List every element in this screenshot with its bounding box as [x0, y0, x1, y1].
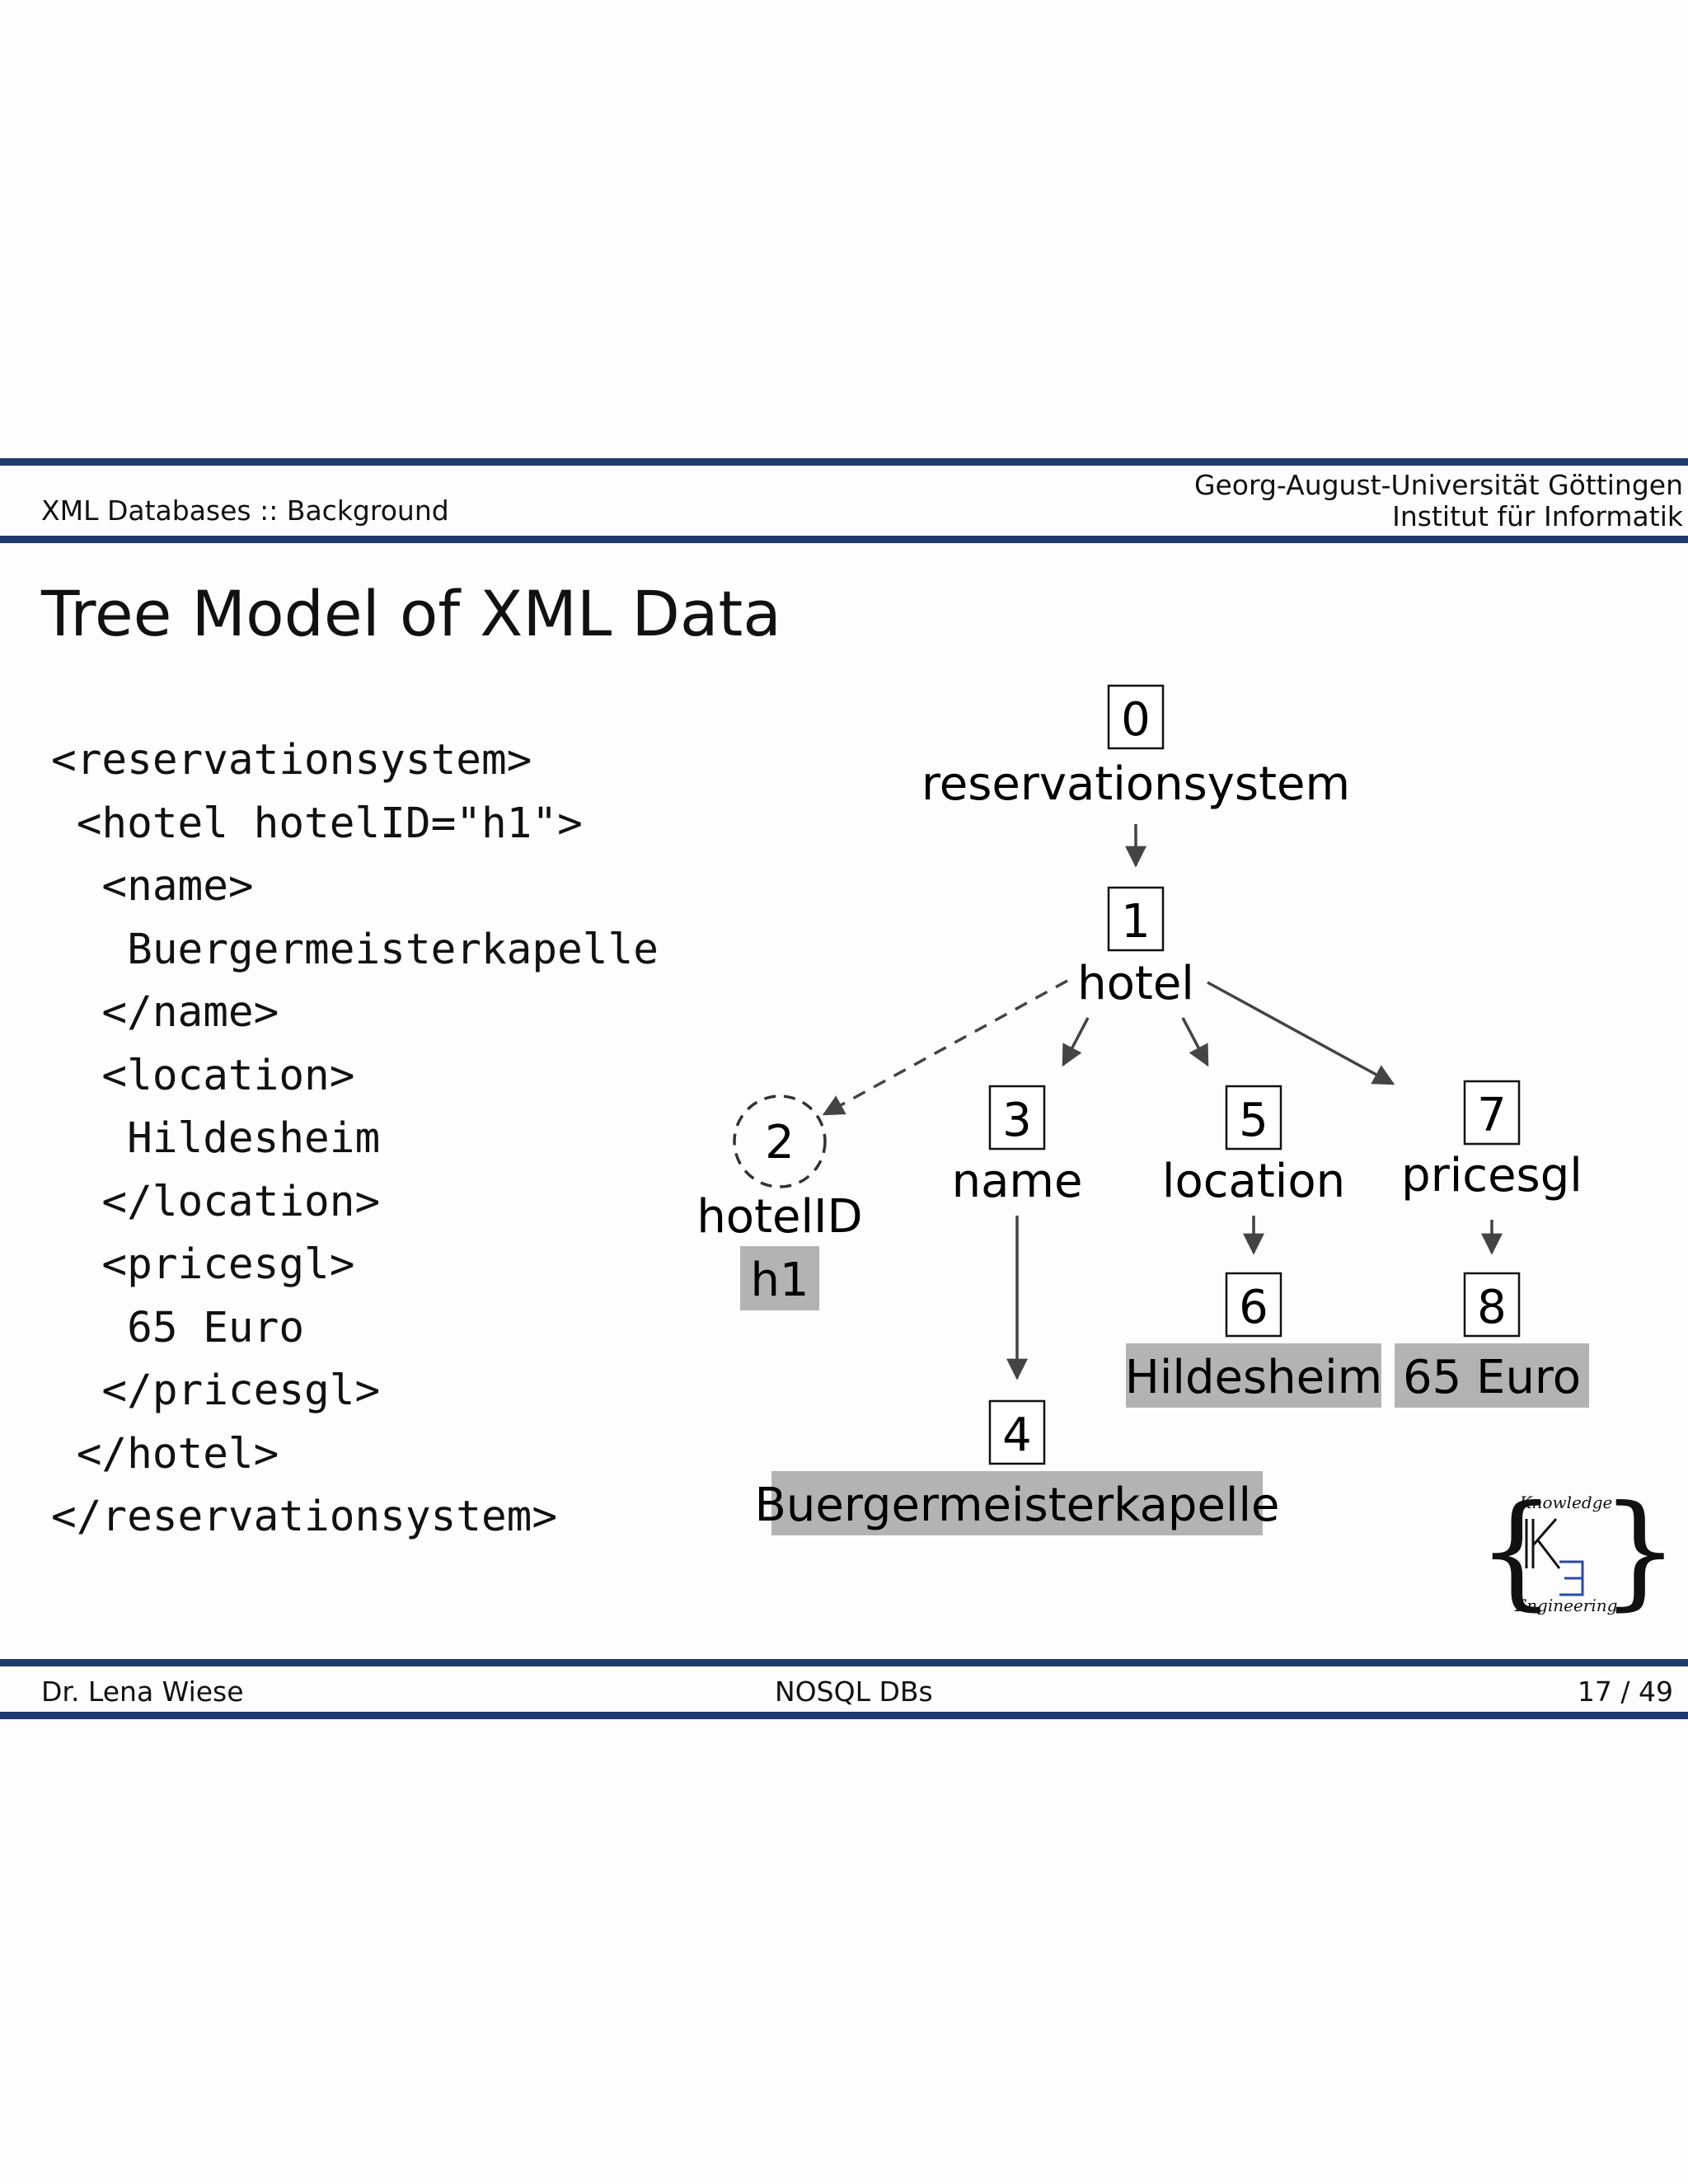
node-id: 1 — [1121, 895, 1151, 949]
footer-author: Dr. Lena Wiese — [41, 1675, 244, 1708]
xml-code-line: 65 Euro — [51, 1303, 305, 1352]
logo-e-mark — [1559, 1560, 1584, 1596]
node-id-box — [988, 1399, 1046, 1465]
tree-node-5: 5 location — [1162, 1085, 1345, 1208]
node-id-box — [1107, 886, 1165, 952]
tree-edge-1-5 — [1181, 1017, 1209, 1067]
node-id-box — [1107, 684, 1165, 750]
node-value: Hildesheim — [1125, 1351, 1382, 1404]
footer-page: 17 / 49 — [1577, 1675, 1673, 1708]
node-id: 4 — [1002, 1408, 1032, 1462]
node-value: h1 — [750, 1254, 809, 1307]
node-id: 0 — [1121, 693, 1151, 747]
node-label: pricesgl — [1401, 1149, 1582, 1202]
tree-node-0: 0 reservationsystem — [921, 684, 1350, 811]
node-value-box — [1126, 1343, 1381, 1408]
header-bar-top — [0, 458, 1688, 466]
knowledge-engineering-logo: { } Knowledge Engineering — [1477, 1488, 1665, 1623]
tree-node-1: 1 hotel — [1077, 886, 1194, 1010]
tree-node-3: 3 name — [952, 1085, 1083, 1208]
node-id: 5 — [1239, 1094, 1268, 1147]
node-id-box — [1225, 1272, 1282, 1338]
header-bar-bottom — [0, 536, 1688, 543]
xml-code-line: <hotel hotelID="h1"> — [51, 799, 583, 848]
xml-code-line: </reservationsystem> — [51, 1493, 558, 1541]
node-id-circle — [733, 1094, 827, 1188]
node-id-box — [1225, 1085, 1282, 1151]
tree-edge-1-3 — [1062, 1017, 1090, 1067]
node-id-box — [1463, 1272, 1521, 1338]
footer-bar-bottom — [0, 1712, 1688, 1719]
node-label: location — [1162, 1155, 1345, 1208]
node-label: name — [952, 1155, 1083, 1208]
node-value-box — [1395, 1343, 1589, 1408]
xml-code-line: Hildesheim — [51, 1114, 381, 1163]
header-affiliation: Georg-August-Universität Göttingen Insti… — [1194, 470, 1683, 532]
xml-code-block: <reservationsystem> <hotel hotelID="h1">… — [51, 729, 659, 1549]
logo-top-text: Knowledge — [1519, 1493, 1613, 1512]
node-label: hotelID — [696, 1190, 862, 1244]
xml-code-line: <name> — [51, 862, 254, 911]
node-label: reservationsystem — [921, 757, 1350, 811]
tree-node-7: 7 pricesgl — [1401, 1080, 1582, 1202]
header-section: XML Databases :: Background — [41, 494, 449, 527]
xml-code-line: </location> — [51, 1177, 381, 1226]
slide-title: Tree Model of XML Data — [41, 577, 781, 650]
node-value-box — [771, 1471, 1263, 1535]
tree-edge-1-2 — [822, 979, 1068, 1116]
logo-bottom-text: Engineering — [1514, 1596, 1618, 1615]
logo-k-mark — [1525, 1518, 1561, 1569]
xml-code-line: </hotel> — [51, 1429, 279, 1479]
footer-course: NOSQL DBs — [775, 1675, 933, 1708]
header-institute: Institut für Informatik — [1392, 500, 1683, 532]
xml-code-line: <location> — [51, 1051, 355, 1100]
node-id: 2 — [765, 1116, 795, 1169]
node-id-box — [988, 1085, 1046, 1151]
xml-code-line: </pricesgl> — [51, 1366, 381, 1415]
header-university: Georg-August-Universität Göttingen — [1193, 469, 1683, 501]
tree-edge-1-7 — [1207, 981, 1395, 1085]
node-value-box — [740, 1246, 819, 1310]
xml-code-line: Buergermeisterkapelle — [51, 925, 659, 974]
footer-bar-top — [0, 1659, 1688, 1666]
node-value: 65 Euro — [1403, 1351, 1581, 1404]
tree-node-2: 2 hotelID h1 — [696, 1094, 863, 1310]
node-label: hotel — [1077, 957, 1194, 1010]
node-id: 6 — [1239, 1281, 1268, 1334]
xml-code-line: <pricesgl> — [51, 1240, 355, 1289]
node-id: 3 — [1002, 1094, 1032, 1147]
node-value: Buergermeisterkapelle — [755, 1479, 1280, 1532]
node-id: 7 — [1477, 1089, 1507, 1142]
tree-node-8: 8 65 Euro — [1395, 1272, 1589, 1408]
xml-code-line: </name> — [51, 988, 279, 1037]
logo-right-brace: } — [1601, 1488, 1665, 1623]
logo-left-brace: { — [1477, 1488, 1555, 1623]
xml-code-line: <reservationsystem> — [51, 736, 532, 785]
node-id: 8 — [1477, 1281, 1507, 1334]
node-id-box — [1463, 1080, 1521, 1146]
